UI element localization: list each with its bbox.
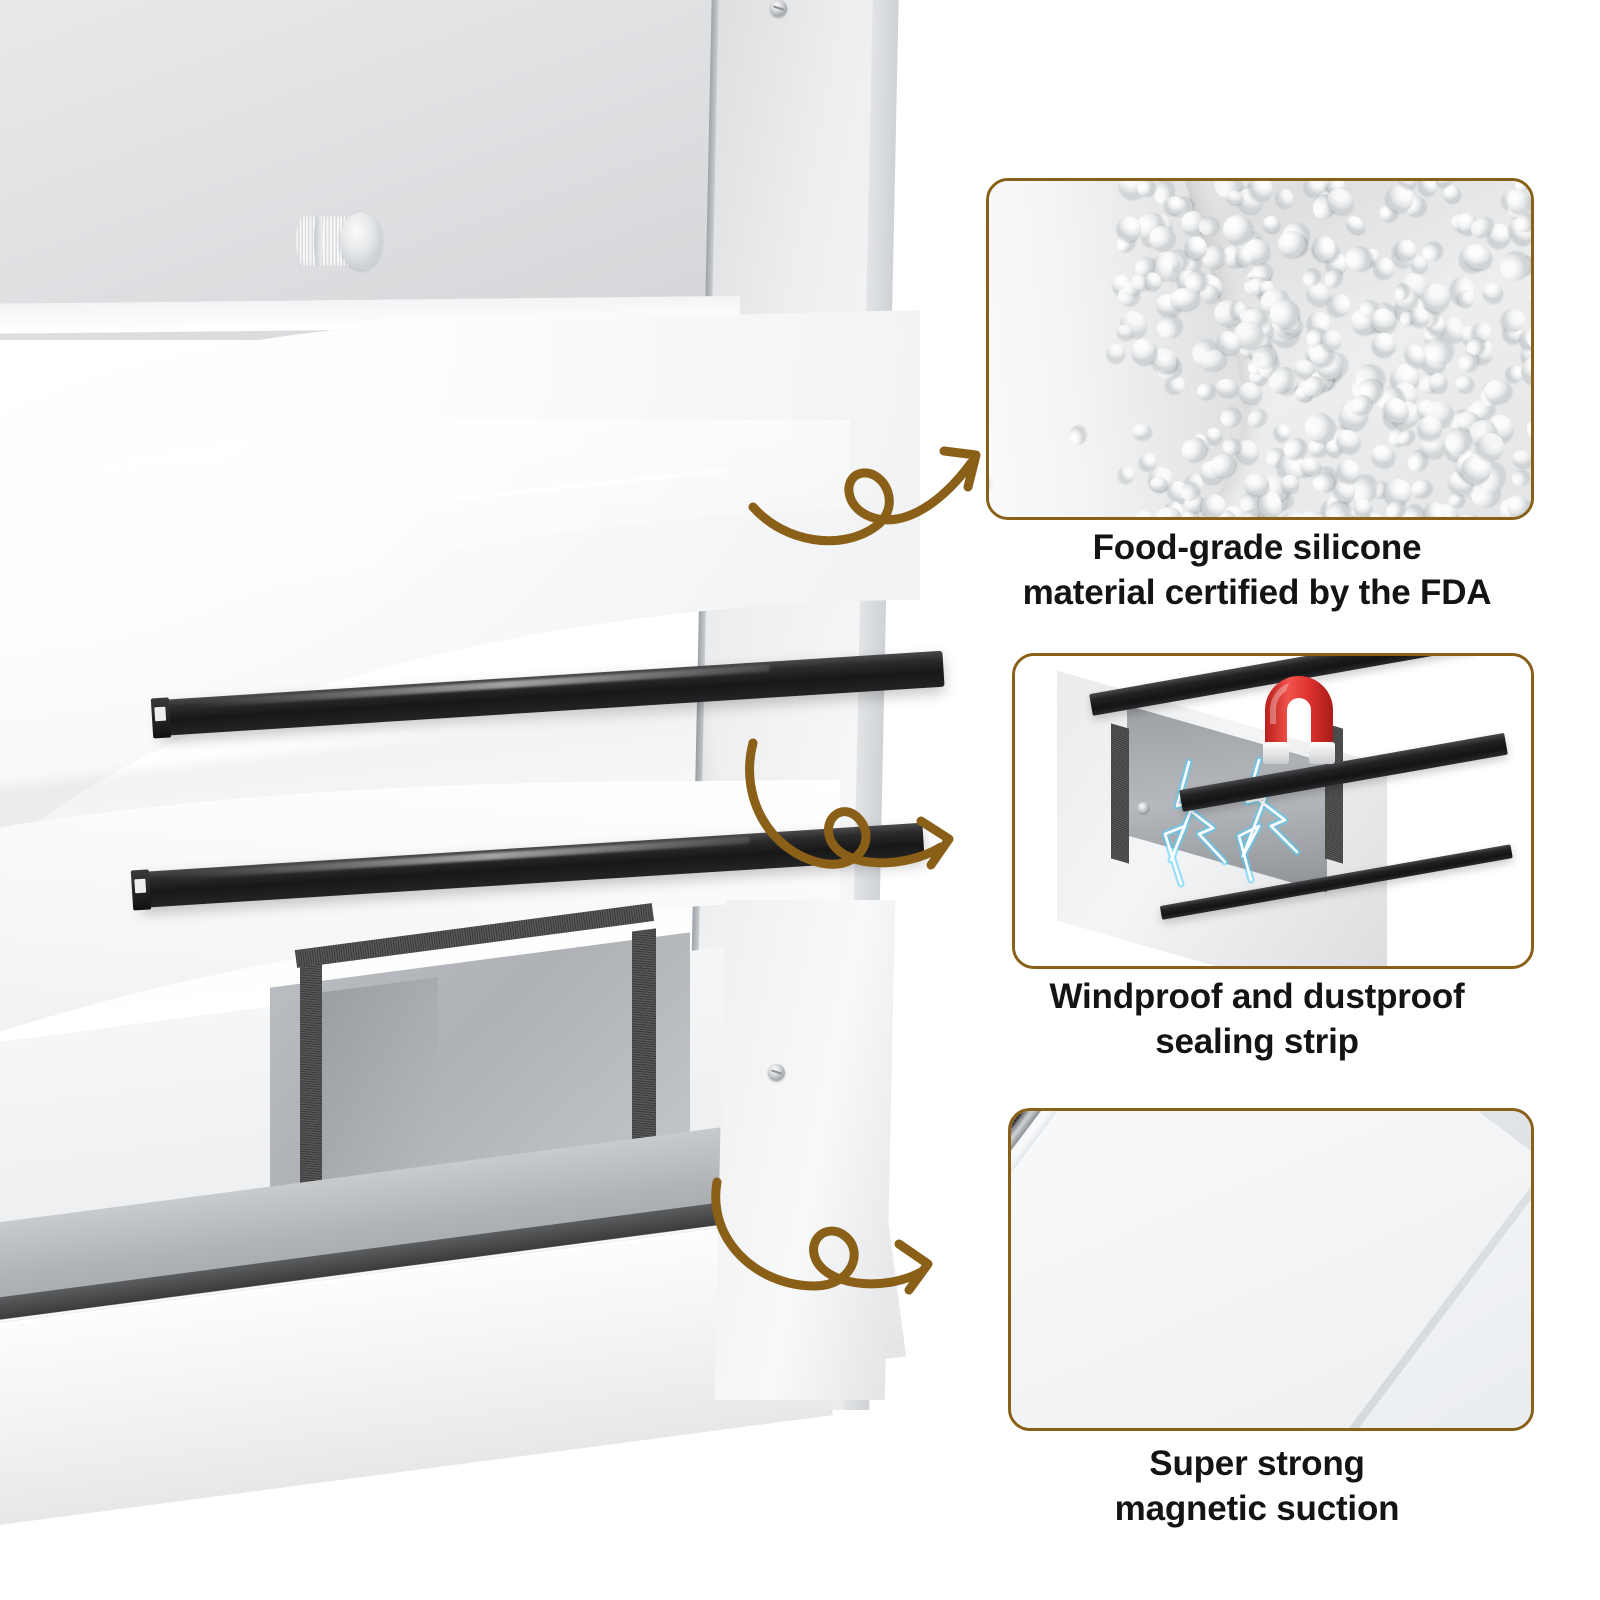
silicone-pellet [1526,286,1531,309]
feature-panel-silicone [986,178,1534,520]
silicone-pellet [1480,280,1505,305]
door-jamb-front-panel [714,900,896,1400]
silicone-pellet [1510,468,1530,489]
magnet-frame-screw [1137,802,1150,815]
magnetic-spark-icon [1161,756,1301,888]
magnet-brush-seal-left [1111,723,1129,864]
caption-magnetic-suction-line1: Super strong [1149,1444,1365,1483]
caption-sealing-strip: Windproof and dustproof sealing strip [986,975,1528,1065]
brush-seal-left [300,963,322,1197]
silicone-pellet [1442,184,1460,203]
silicone-pellet [1244,405,1270,430]
silicone-pellet [1443,518,1464,520]
caption-sealing-strip-line1: Windproof and dustproof [1049,977,1465,1016]
upper-recess [0,0,730,340]
silicone-pellet [1169,287,1200,311]
silicone-pellet [1452,373,1475,395]
silicone-pellet [1130,422,1151,441]
silicone-pellet [1217,405,1242,430]
silicone-pellet [1214,377,1239,397]
mounting-screw-lower [768,1064,785,1081]
knob-cap [340,212,382,270]
silicone-pellet [1497,249,1531,284]
strip-endcap-left [150,697,172,739]
silicone-pellets-photo [989,181,1531,517]
silicone-pellet [1280,517,1303,520]
mounting-screw-top [770,0,787,17]
main-product-image [0,0,960,1600]
feature-panel-sealing-strip [1012,653,1534,969]
feature-panel-magnetic-suction [1008,1108,1534,1431]
silicone-pellet [1521,413,1531,446]
caption-silicone: Food-grade silicone material certified b… [986,526,1528,616]
silicone-pellet [1531,183,1534,203]
silicone-pellet [1368,442,1397,469]
knob-ring [314,214,323,268]
silicone-pellet [1395,284,1408,301]
silicone-pellet [1143,516,1165,517]
silicone-pellet [1103,340,1130,366]
silicone-pellet [1408,475,1434,500]
magnet-attraction-diagram [1015,656,1531,966]
silicone-pellet [1154,313,1184,342]
caption-magnetic-suction: Super strong magnetic suction [986,1442,1528,1532]
caption-silicone-line2: material certified by the FDA [1022,572,1492,612]
silicone-pellet [1516,516,1531,517]
caption-sealing-strip-line2: sealing strip [1155,1021,1359,1061]
silicone-pellet [1327,293,1351,318]
silicone-pellet [1068,426,1085,446]
silicone-pellet [1116,464,1137,486]
silicone-pellet [1367,327,1401,362]
thumbscrew-knob [296,212,382,270]
horseshoe-magnet-icon [1263,676,1335,764]
silicone-pellet [1343,212,1368,236]
silicone-pellet [1275,186,1296,209]
silicone-pellet [1194,379,1218,402]
pellet-field [989,181,1531,517]
silicone-pellet [1261,214,1282,234]
silicone-pellet [1510,448,1531,468]
caption-magnetic-suction-line2: magnetic suction [1114,1488,1400,1528]
strip-endcap-left [130,869,152,911]
caption-silicone-line1: Food-grade silicone [1092,528,1422,567]
brush-sealing-strip-closeup [1011,1111,1531,1428]
